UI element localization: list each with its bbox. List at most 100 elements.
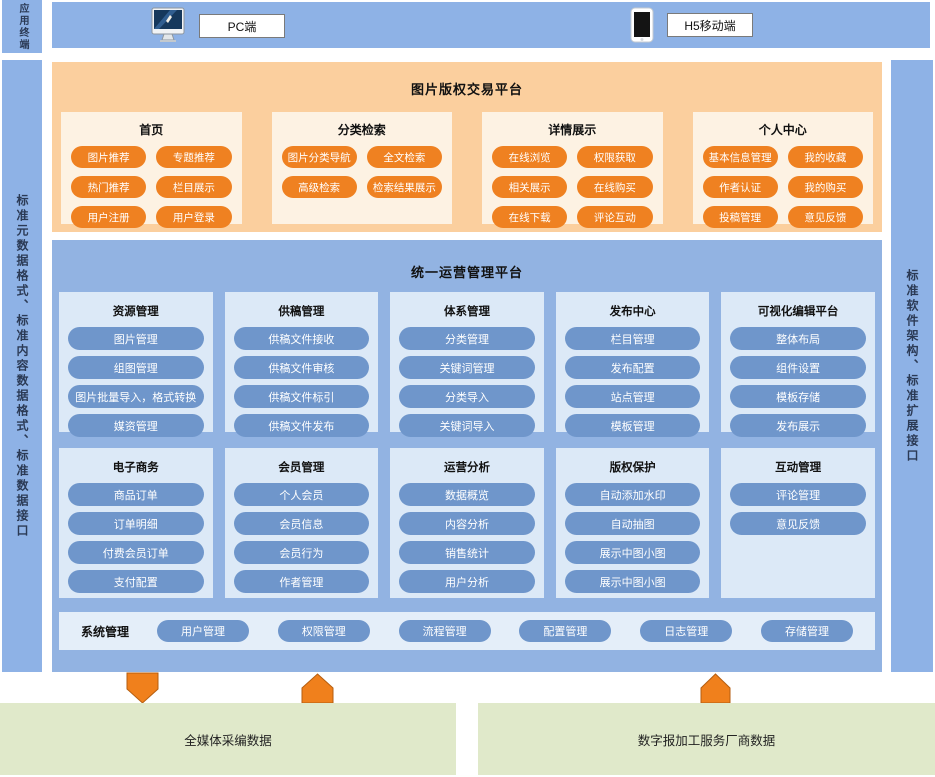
feature-pill: 投稿管理 xyxy=(702,206,778,228)
module-pill: 展示中图小图 xyxy=(564,541,701,564)
feature-pill: 在线浏览 xyxy=(492,146,568,168)
system-pill: 日志管理 xyxy=(640,620,733,642)
feature-pill: 意见反馈 xyxy=(787,206,863,228)
pc-terminal: PC端 xyxy=(150,7,285,45)
feature-pill: 用户注册 xyxy=(71,206,147,228)
module-pill: 图片批量导入，格式转换 xyxy=(68,385,204,408)
box-title: 资源管理 xyxy=(112,306,159,318)
data-source-label: 数字报加工服务厂商数据 xyxy=(637,733,776,748)
section-personal-center: 个人中心 基本信息管理 我的收藏 作者认证 我的购买 投稿管理 意见反馈 xyxy=(692,112,873,228)
standards-right-label: 标准软件架构、标准扩展接口 xyxy=(905,268,919,464)
feature-pill: 在线下载 xyxy=(492,206,568,228)
system-pill: 配置管理 xyxy=(519,620,612,642)
box-title: 运营分析 xyxy=(443,462,490,474)
feature-pill: 用户登录 xyxy=(156,206,232,228)
module-pill: 供稿文件审核 xyxy=(233,356,370,379)
feature-pill: 图片分类导航 xyxy=(281,146,357,168)
box-title: 体系管理 xyxy=(443,306,490,318)
module-pill: 发布配置 xyxy=(564,356,701,379)
feature-pill: 基本信息管理 xyxy=(702,146,778,168)
terminal-bar: PC端 H5移动端 xyxy=(52,2,930,48)
system-pill: 流程管理 xyxy=(398,620,491,642)
data-source-label: 全媒体采编数据 xyxy=(184,733,272,748)
pc-terminal-box: PC端 xyxy=(199,14,285,38)
box-title: 会员管理 xyxy=(278,462,325,474)
feature-pill: 评论互动 xyxy=(577,206,653,228)
module-pill: 会员行为 xyxy=(233,541,370,564)
module-pill: 整体布局 xyxy=(730,327,866,350)
box-copyright-protection: 版权保护 自动添加水印 自动抽图 展示中图小图 展示中图小图 xyxy=(555,448,710,598)
module-pill: 作者管理 xyxy=(233,570,370,593)
box-contribution-mgmt: 供稿管理 供稿文件接收 供稿文件审核 供稿文件标引 供稿文件发布 xyxy=(224,292,379,437)
standards-left-label: 标准元数据格式、标准内容数据格式、标准数据接口 xyxy=(15,193,29,539)
ops-platform: 统一运营管理平台 资源管理 图片管理 组图管理 图片批量导入，格式转换 媒资管理… xyxy=(52,240,882,672)
feature-pill: 图片推荐 xyxy=(71,146,147,168)
box-ecommerce: 电子商务 商品订单 订单明细 付费会员订单 支付配置 xyxy=(59,448,213,598)
module-pill: 支付配置 xyxy=(68,570,204,593)
box-resource-mgmt: 资源管理 图片管理 组图管理 图片批量导入，格式转换 媒资管理 xyxy=(59,292,213,437)
module-pill: 组图管理 xyxy=(68,356,204,379)
ops-row-2: 电子商务 商品订单 订单明细 付费会员订单 支付配置 会员管理 个人会员 会员信… xyxy=(59,448,875,598)
trading-platform-title: 图片版权交易平台 xyxy=(410,82,523,97)
feature-pill: 专题推荐 xyxy=(156,146,232,168)
feature-pill: 高级检索 xyxy=(281,176,357,198)
section-title: 详情展示 xyxy=(548,123,597,137)
system-pill-row: 用户管理 权限管理 流程管理 配置管理 日志管理 存储管理 xyxy=(157,620,853,642)
module-pill: 自动添加水印 xyxy=(564,483,701,506)
feature-pill: 检索结果展示 xyxy=(366,176,442,198)
section-title: 首页 xyxy=(139,123,164,137)
module-pill: 自动抽图 xyxy=(564,512,701,535)
data-source-digital-news: 数字报加工服务厂商数据 xyxy=(478,703,935,775)
pill-grid: 图片推荐 专题推荐 热门推荐 栏目展示 用户注册 用户登录 xyxy=(71,146,232,228)
module-pill: 模板存储 xyxy=(730,385,866,408)
module-pill: 内容分析 xyxy=(399,512,535,535)
pill-grid: 在线浏览 权限获取 相关展示 在线购买 在线下载 评论互动 xyxy=(492,146,653,228)
feature-pill: 热门推荐 xyxy=(71,176,147,198)
section-title: 个人中心 xyxy=(758,123,807,137)
module-pill: 供稿文件发布 xyxy=(233,414,370,437)
box-member-mgmt: 会员管理 个人会员 会员信息 会员行为 作者管理 xyxy=(224,448,379,598)
module-pill: 供稿文件标引 xyxy=(233,385,370,408)
arrow-down-icon xyxy=(126,672,159,709)
module-pill: 展示中图小图 xyxy=(564,570,701,593)
module-pill: 模板管理 xyxy=(564,414,701,437)
module-pill: 订单明细 xyxy=(68,512,204,535)
system-pill: 权限管理 xyxy=(277,620,370,642)
feature-pill: 相关展示 xyxy=(492,176,568,198)
module-pill: 会员信息 xyxy=(233,512,370,535)
module-pill: 组件设置 xyxy=(730,356,866,379)
system-pill: 用户管理 xyxy=(157,620,250,642)
box-title: 版权保护 xyxy=(609,462,656,474)
module-pill: 用户分析 xyxy=(399,570,535,593)
box-operations-analytics: 运营分析 数据概览 内容分析 销售统计 用户分析 xyxy=(390,448,544,598)
module-pill: 数据概览 xyxy=(399,483,535,506)
trading-platform: 图片版权交易平台 首页 图片推荐 专题推荐 热门推荐 栏目展示 用户注册 用户登… xyxy=(52,62,882,232)
box-title: 供稿管理 xyxy=(278,306,325,318)
feature-pill: 权限获取 xyxy=(577,146,653,168)
feature-pill: 作者认证 xyxy=(702,176,778,198)
ops-row-1: 资源管理 图片管理 组图管理 图片批量导入，格式转换 媒资管理 供稿管理 供稿文… xyxy=(59,292,875,437)
box-publish-center: 发布中心 栏目管理 发布配置 站点管理 模板管理 xyxy=(555,292,710,437)
box-title: 互动管理 xyxy=(775,462,822,474)
desktop-icon xyxy=(150,7,186,45)
module-pill: 意见反馈 xyxy=(730,512,866,535)
box-title: 发布中心 xyxy=(609,306,656,318)
standards-right-strip: 标准软件架构、标准扩展接口 xyxy=(891,60,933,672)
box-interaction-mgmt: 互动管理 评论管理 意见反馈 xyxy=(721,448,875,598)
system-mgmt-label: 系统管理 xyxy=(81,624,130,639)
module-pill: 发布展示 xyxy=(730,414,866,437)
feature-pill: 在线购买 xyxy=(577,176,653,198)
data-source-media: 全媒体采编数据 xyxy=(0,703,456,775)
box-title: 可视化编辑平台 xyxy=(757,306,839,318)
module-pill: 商品订单 xyxy=(68,483,204,506)
ops-platform-title: 统一运营管理平台 xyxy=(410,265,523,280)
trading-platform-sections: 首页 图片推荐 专题推荐 热门推荐 栏目展示 用户注册 用户登录 分类检索 图片… xyxy=(61,112,873,228)
module-pill: 栏目管理 xyxy=(564,327,701,350)
box-taxonomy-mgmt: 体系管理 分类管理 关键词管理 分类导入 关键词导入 xyxy=(390,292,544,437)
section-home: 首页 图片推荐 专题推荐 热门推荐 栏目展示 用户注册 用户登录 xyxy=(61,112,242,228)
section-detail-display: 详情展示 在线浏览 权限获取 相关展示 在线购买 在线下载 评论互动 xyxy=(482,112,663,228)
pill-grid: 基本信息管理 我的收藏 作者认证 我的购买 投稿管理 意见反馈 xyxy=(702,146,863,228)
pill-grid: 图片分类导航 全文检索 高级检索 检索结果展示 xyxy=(281,146,442,198)
module-pill: 分类管理 xyxy=(399,327,535,350)
